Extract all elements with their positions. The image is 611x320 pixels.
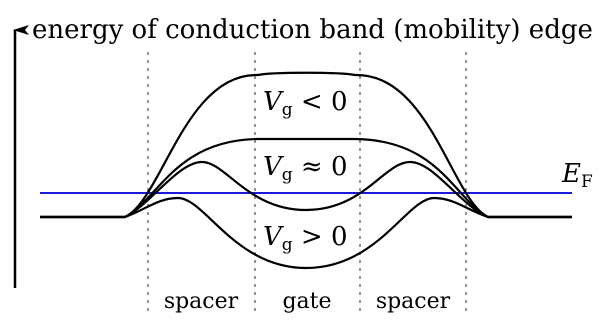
label-vg-positive: Vg > 0 (263, 222, 348, 255)
label-vg-negative: Vg < 0 (263, 87, 348, 120)
region-label-gate: gate (282, 289, 331, 314)
axis-title: energy of conduction band (mobility) edg… (32, 15, 593, 45)
band-curves (40, 71, 572, 270)
region-label-left-spacer: spacer (164, 289, 239, 314)
curve-vg-negative (40, 71, 572, 219)
region-labels: spacer gate spacer (164, 289, 451, 314)
label-vg-zero: Vg ≈ 0 (263, 152, 348, 185)
curve-labels: Vg < 0 Vg ≈ 0 Vg > 0 (262, 83, 358, 255)
fermi-level-label: EF (561, 159, 593, 192)
curve-vg-positive (40, 196, 572, 270)
region-label-right-spacer: spacer (376, 289, 451, 314)
curve-vg-zero (40, 160, 572, 219)
curve-plateau (40, 137, 572, 219)
